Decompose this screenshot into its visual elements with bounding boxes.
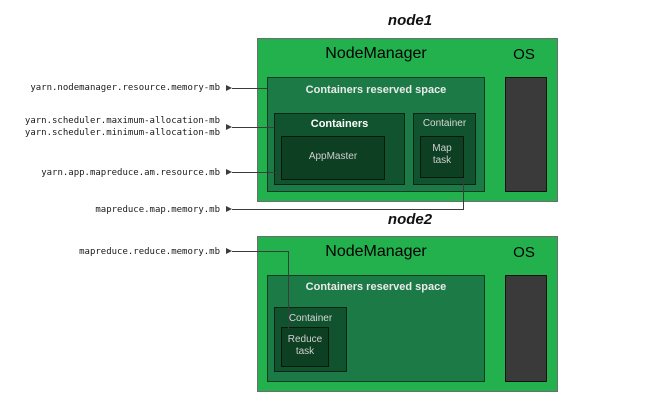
connector-scheduler-allocation (232, 127, 274, 128)
connector-reduce-memory-horizontal (232, 251, 289, 252)
node1-os-box (505, 77, 547, 192)
node1-map-task-box (420, 136, 464, 178)
connector-reduce-memory-vertical (288, 251, 289, 329)
connector-am-resource (232, 172, 281, 173)
node2-nodemanager-title: NodeManager (325, 243, 427, 260)
label-scheduler-minimum-allocation: yarn.scheduler.minimum-allocation-mb (24, 128, 220, 138)
node2-reserved-space-label: Containers reserved space (305, 281, 447, 293)
node1-containers-label: Containers (310, 118, 369, 130)
node2-os-box (505, 275, 547, 382)
node1-container-label: Container (422, 118, 467, 129)
node1-os-title: OS (513, 46, 535, 63)
label-am-resource: yarn.app.mapreduce.am.resource.mb (41, 168, 220, 178)
node1-appmaster-label: AppMaster (308, 151, 358, 162)
label-scheduler-maximum-allocation: yarn.scheduler.maximum-allocation-mb (24, 116, 220, 126)
node1-nodemanager-title: NodeManager (325, 45, 427, 62)
node2-container-label: Container (288, 313, 333, 324)
label-nodemanager-resource-memory: yarn.nodemanager.resource.memory-mb (30, 83, 220, 93)
node1-map-task-label: Map task (432, 143, 452, 166)
connector-map-memory-vertical (463, 178, 464, 210)
label-map-memory: mapreduce.map.memory.mb (95, 205, 220, 215)
label-reduce-memory: mapreduce.reduce.memory.mb (79, 247, 220, 257)
node2-reduce-task-label: Reduce task (287, 334, 323, 357)
connector-map-memory-horizontal (232, 209, 463, 210)
connector-nodemanager-resource-memory (232, 88, 267, 89)
node2-title: node2 (387, 211, 433, 228)
node1-reserved-space-label: Containers reserved space (305, 84, 447, 96)
node2-reduce-task-box (281, 327, 329, 367)
node2-os-title: OS (513, 244, 535, 261)
node1-title: node1 (387, 12, 433, 29)
node1-appmaster-box (281, 136, 385, 180)
